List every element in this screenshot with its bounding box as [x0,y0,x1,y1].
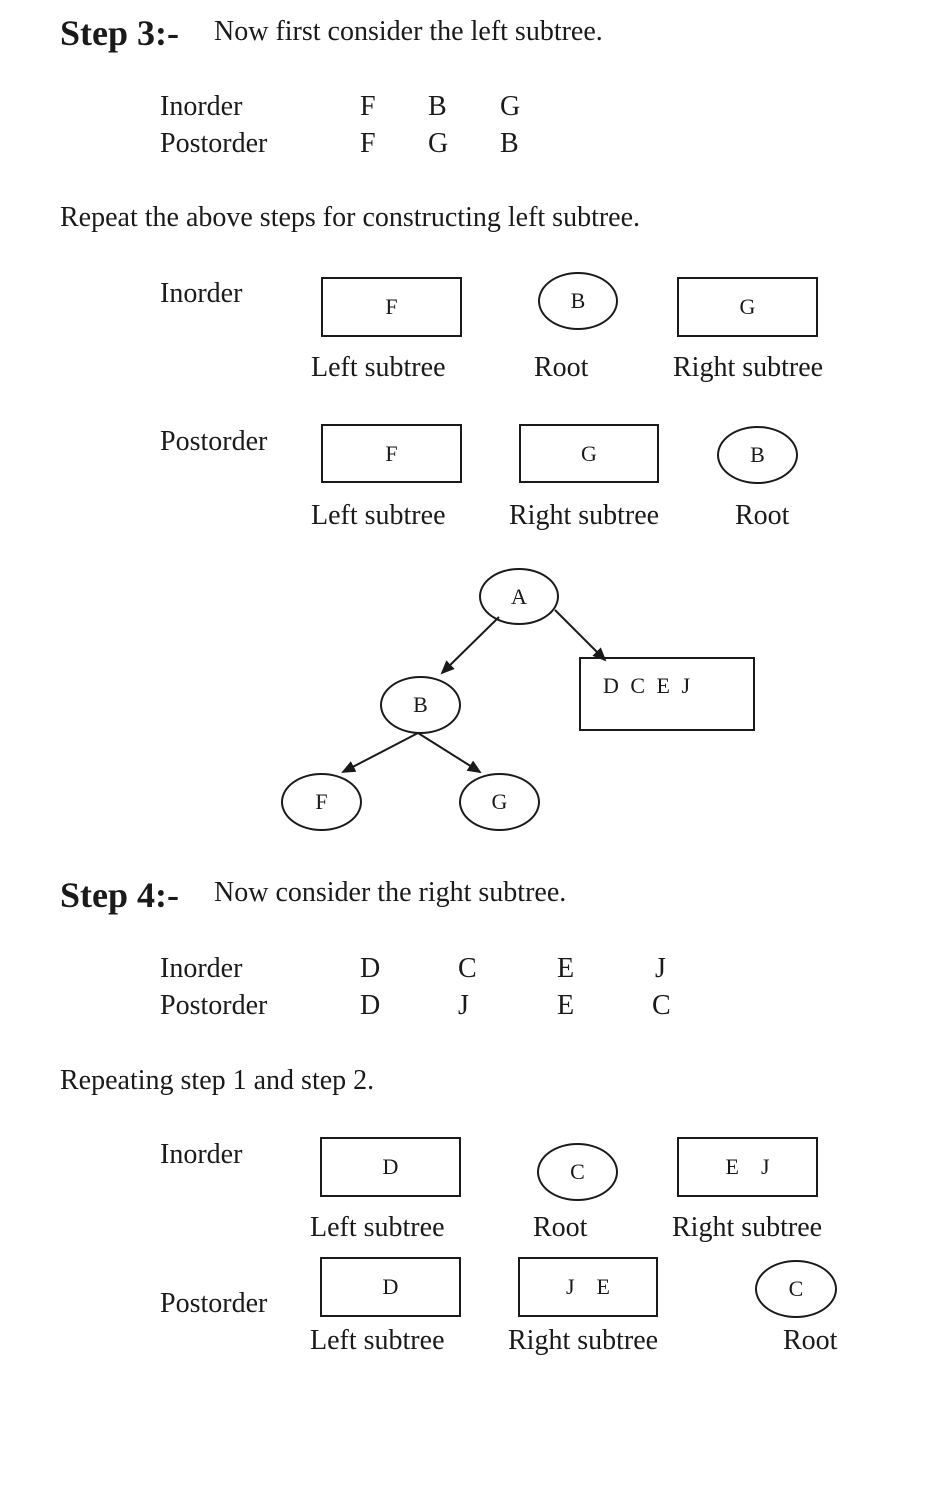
tree-node-b: B [380,676,461,734]
diag3-postorder-label: Postorder [160,426,268,457]
left-subtree-caption: Left subtree [310,1325,445,1356]
step3-text: Now first consider the left subtree. [214,16,603,47]
tree-node-g: G [459,773,540,831]
left-subtree-box: D [320,1257,461,1317]
step3-inorder-label: Inorder [160,91,243,122]
diag4-postorder-label: Postorder [160,1288,268,1319]
step3-postorder-item: G [428,128,449,159]
left-subtree-caption: Left subtree [310,1212,445,1243]
root-node: C [755,1260,837,1318]
right-subtree-box: G [519,424,659,483]
step3-inorder-item: B [428,91,447,122]
root-node: B [717,426,798,484]
right-subtree-box: E J [677,1137,818,1197]
step3-postorder-item: B [500,128,519,159]
root-caption: Root [534,352,589,383]
step4-postorder-item: J [458,990,469,1021]
tree-right-subtree-box: D C E J [579,657,755,731]
step4-repeat-text: Repeating step 1 and step 2. [60,1065,375,1096]
right-subtree-box: G [677,277,818,337]
step3-postorder-label: Postorder [160,128,268,159]
step4-inorder-item: J [655,953,666,984]
tree-node-f: F [281,773,362,831]
right-subtree-caption: Right subtree [509,500,660,531]
edge-a-right [554,609,607,662]
step4-inorder-item: D [360,953,381,984]
edge-a-b [440,616,500,675]
step3-heading: Step 3:- [60,13,179,53]
right-subtree-caption: Right subtree [508,1325,659,1356]
root-node: C [537,1143,618,1201]
left-subtree-box: F [321,424,462,483]
right-subtree-box: J E [518,1257,658,1317]
root-caption: Root [533,1212,588,1243]
root-caption: Root [783,1325,838,1356]
edge-b-f [341,732,419,773]
step3-repeat-text: Repeat the above steps for constructing … [60,202,641,233]
step3-inorder-item: G [500,91,521,122]
left-subtree-caption: Left subtree [311,352,446,383]
step4-postorder-item: D [360,990,381,1021]
right-subtree-caption: Right subtree [672,1212,823,1243]
left-subtree-box: F [321,277,462,337]
step4-postorder-label: Postorder [160,990,268,1021]
step3-postorder-item: F [360,128,376,159]
step4-postorder-item: C [652,990,671,1021]
tree-node-a: A [479,568,559,625]
step4-inorder-item: E [557,953,575,984]
left-subtree-box: D [320,1137,461,1197]
diag3-inorder-label: Inorder [160,278,243,309]
diag4-inorder-label: Inorder [160,1139,243,1170]
step4-postorder-item: E [557,990,575,1021]
left-subtree-caption: Left subtree [311,500,446,531]
root-caption: Root [735,500,790,531]
step3-inorder-item: F [360,91,376,122]
edge-b-g [417,732,482,774]
step4-heading: Step 4:- [60,875,179,915]
step4-inorder-label: Inorder [160,953,243,984]
step4-text: Now consider the right subtree. [214,877,567,908]
root-node: B [538,272,618,330]
right-subtree-caption: Right subtree [673,352,824,383]
step4-inorder-item: C [458,953,477,984]
